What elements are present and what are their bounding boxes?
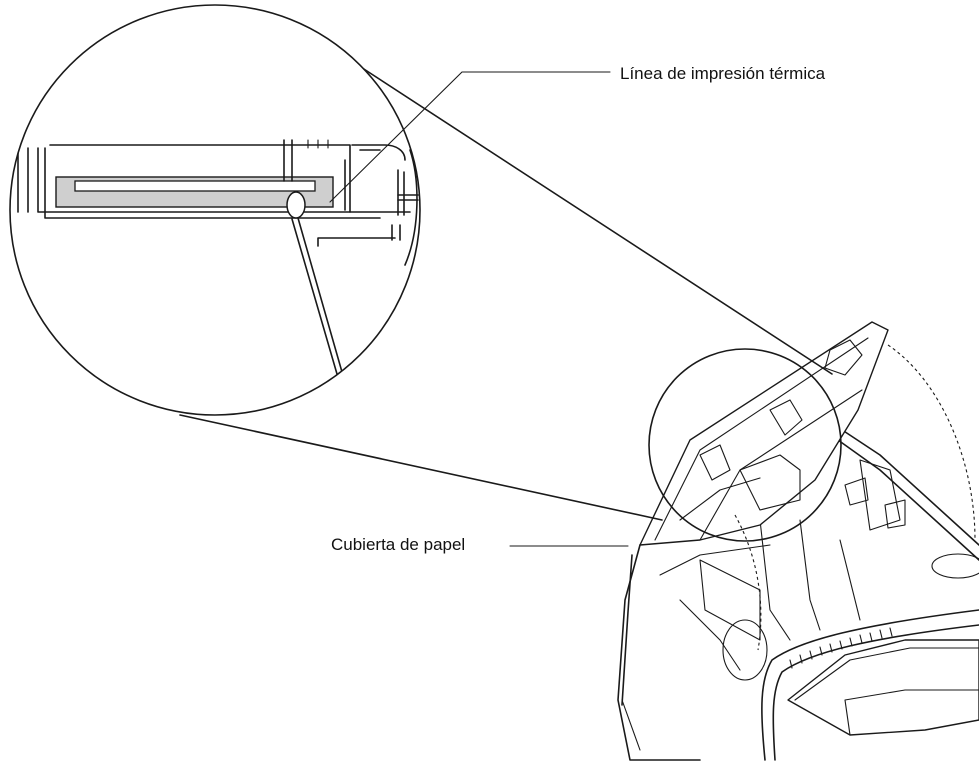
magnify-circle-small <box>648 348 842 542</box>
leader-thermal-print-line <box>329 71 611 203</box>
detail-view <box>17 139 419 375</box>
cleaning-swab-tip <box>286 191 306 219</box>
swing-arcs <box>734 344 976 651</box>
magnify-connectors <box>179 59 833 521</box>
label-paper-cover: Cubierta de papel <box>331 535 466 554</box>
cleaning-swab-stick <box>297 217 343 373</box>
paper-cover <box>639 321 889 546</box>
magnify-circle-detail <box>9 4 421 416</box>
ridges <box>789 627 893 669</box>
label-thermal-print-line: Línea de impresión térmica <box>620 64 826 83</box>
printer-body <box>617 409 979 761</box>
